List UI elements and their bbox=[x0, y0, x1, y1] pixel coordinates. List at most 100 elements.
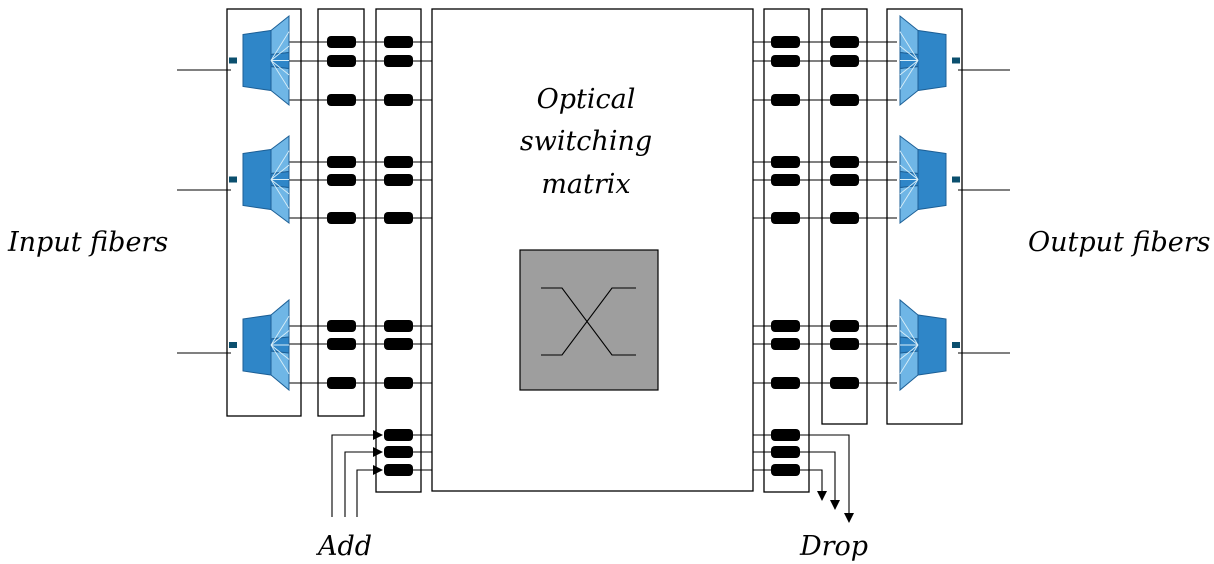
prism-front-face bbox=[242, 148, 272, 211]
output-attenuator-2 bbox=[830, 212, 859, 224]
add-attenuator bbox=[384, 464, 413, 476]
input-attenuator-2 bbox=[384, 320, 413, 332]
input-attenuator-1 bbox=[327, 212, 356, 224]
prism-light-ray bbox=[270, 179, 290, 195]
prism-front-face bbox=[917, 29, 947, 92]
output-attenuator-1 bbox=[771, 212, 800, 224]
prism-light-ray bbox=[270, 31, 290, 61]
output-attenuator-1 bbox=[771, 36, 800, 48]
output-attenuator-1 bbox=[771, 174, 800, 186]
output-attenuator-1 bbox=[771, 377, 800, 389]
matrix-label-line-2: switching bbox=[520, 126, 652, 157]
drop-arrow bbox=[800, 434, 854, 523]
input-attenuator-2 bbox=[384, 377, 413, 389]
output-attenuator-1 bbox=[771, 320, 800, 332]
input-attenuator-2 bbox=[384, 55, 413, 67]
input-demux-panel bbox=[226, 8, 302, 417]
input-attenuator-1 bbox=[327, 36, 356, 48]
output-attenuator-2 bbox=[830, 55, 859, 67]
output-attenuator-1 bbox=[771, 55, 800, 67]
prism-front-face bbox=[917, 314, 947, 376]
input-attenuator-panel-1 bbox=[317, 8, 365, 417]
prism-connector bbox=[229, 176, 237, 183]
prism-front-face bbox=[242, 314, 272, 376]
output-attenuator-2 bbox=[830, 36, 859, 48]
input-attenuator-1 bbox=[327, 377, 356, 389]
prism-demux-icon bbox=[229, 135, 290, 224]
output-attenuator-1 bbox=[771, 94, 800, 106]
output-attenuator-1 bbox=[771, 156, 800, 168]
input-attenuator-1 bbox=[327, 320, 356, 332]
output-attenuator-2 bbox=[830, 156, 859, 168]
matrix-label-line-1: Optical bbox=[537, 84, 636, 115]
output-attenuator-2 bbox=[830, 174, 859, 186]
drop-attenuator bbox=[771, 446, 800, 458]
output-attenuator-2 bbox=[830, 377, 859, 389]
output-attenuator-2 bbox=[830, 338, 859, 350]
output-attenuator-1 bbox=[771, 338, 800, 350]
input-attenuator-1 bbox=[327, 94, 356, 106]
prism-light-ray bbox=[899, 31, 919, 61]
prism-light-ray bbox=[899, 164, 919, 180]
input-attenuator-2 bbox=[384, 174, 413, 186]
prism-light-ray bbox=[270, 164, 290, 180]
input-attenuator-2 bbox=[384, 338, 413, 350]
prism-connector bbox=[229, 342, 237, 348]
add-attenuator bbox=[384, 429, 413, 441]
attenuator-components bbox=[327, 36, 859, 476]
prism-light-ray bbox=[270, 179, 290, 209]
prism-light-ray bbox=[270, 45, 290, 61]
input-attenuator-2 bbox=[384, 156, 413, 168]
input-attenuator-panel-2 bbox=[375, 8, 422, 493]
prism-light-ray bbox=[270, 315, 290, 346]
input-fibers-label: Input fibers bbox=[7, 227, 168, 258]
prism-light-ray bbox=[899, 344, 919, 360]
prism-front-face bbox=[917, 148, 947, 211]
prism-light-ray bbox=[270, 344, 290, 360]
prism-connector bbox=[952, 176, 960, 183]
prism-light-ray bbox=[270, 60, 290, 90]
prism-light-ray bbox=[899, 330, 919, 346]
input-attenuator-2 bbox=[384, 212, 413, 224]
prism-mux-icon bbox=[899, 14, 960, 107]
prism-demux-icon bbox=[229, 14, 290, 107]
output-fibers-label: Output fibers bbox=[1028, 227, 1211, 258]
fiber-lines bbox=[177, 69, 1010, 354]
input-attenuator-1 bbox=[327, 156, 356, 168]
matrix-label-line-3: matrix bbox=[541, 169, 630, 200]
drop-label: Drop bbox=[799, 531, 868, 562]
add-arrow bbox=[356, 465, 383, 517]
add-arrow bbox=[331, 430, 383, 517]
prism-light-ray bbox=[270, 60, 290, 76]
output-attenuator-2 bbox=[830, 94, 859, 106]
input-attenuator-1 bbox=[327, 174, 356, 186]
prism-light-ray bbox=[899, 60, 919, 90]
prism-light-ray bbox=[899, 45, 919, 61]
prism-light-ray bbox=[270, 330, 290, 346]
prism-connector bbox=[952, 342, 960, 348]
prism-mux-icon bbox=[899, 298, 960, 392]
prism-front-face bbox=[242, 29, 272, 92]
multiplexers bbox=[899, 14, 960, 392]
output-attenuator-panel-2 bbox=[821, 8, 868, 425]
output-attenuator-panel-1 bbox=[763, 8, 810, 493]
prism-mux-icon bbox=[899, 135, 960, 224]
crossbar-switch-icon bbox=[519, 249, 659, 391]
input-attenuator-2 bbox=[384, 94, 413, 106]
prism-connector bbox=[229, 57, 237, 64]
add-arrow bbox=[344, 447, 383, 517]
prism-light-ray bbox=[270, 344, 290, 375]
output-attenuator-2 bbox=[830, 320, 859, 332]
prism-light-ray bbox=[899, 179, 919, 195]
prism-light-ray bbox=[899, 344, 919, 375]
prism-light-ray bbox=[899, 315, 919, 346]
drop-attenuator bbox=[771, 429, 800, 441]
add-label: Add bbox=[315, 531, 372, 562]
optical-switching-matrix-box bbox=[431, 8, 754, 492]
drop-arrow bbox=[800, 451, 840, 510]
prism-connector bbox=[952, 57, 960, 64]
prism-light-ray bbox=[899, 179, 919, 209]
prism-demux-icon bbox=[229, 298, 290, 392]
input-attenuator-1 bbox=[327, 338, 356, 350]
